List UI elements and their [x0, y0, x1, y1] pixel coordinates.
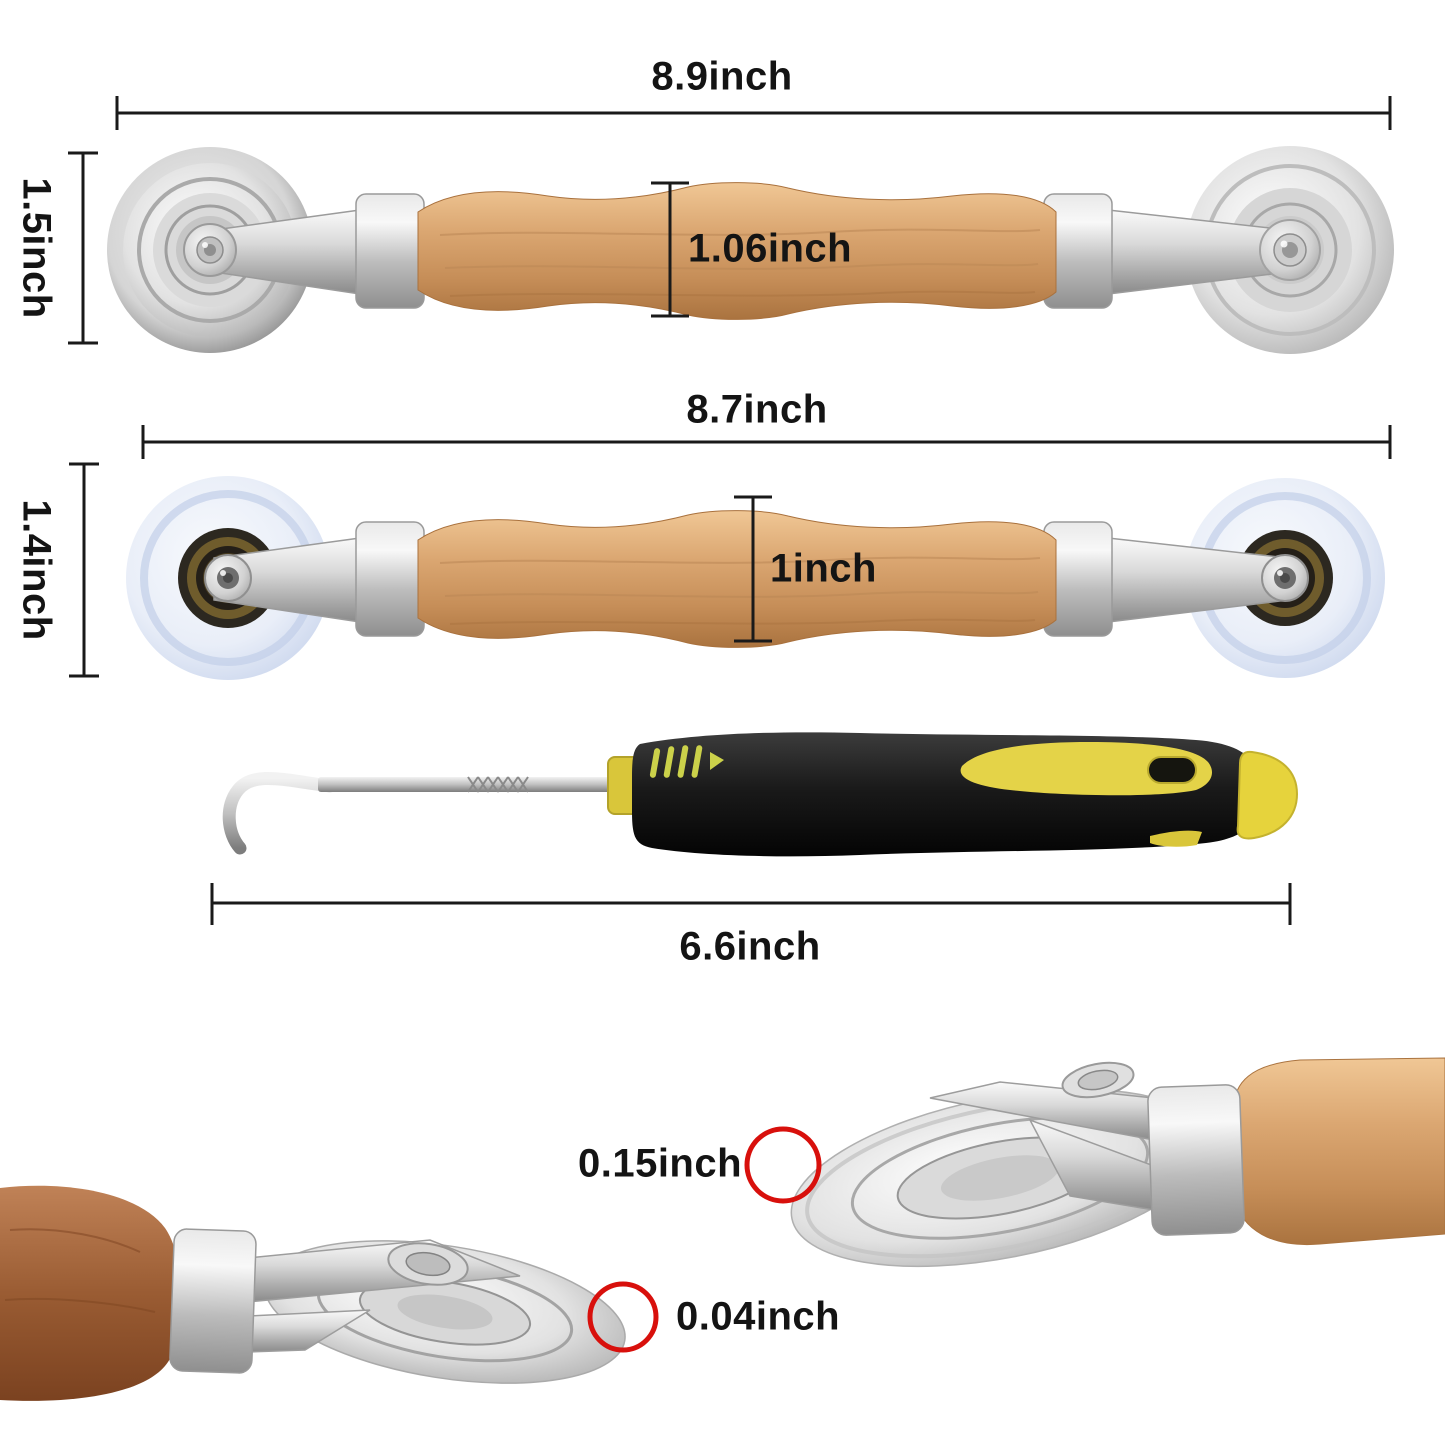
- dim-label-tool2-handle-diameter: 1inch: [770, 546, 877, 591]
- tool2-nylon-roller-image: [126, 476, 1385, 680]
- lanyard-hole: [1147, 756, 1197, 784]
- closeup-ferrule-bottom: [169, 1228, 257, 1374]
- dim-label-hook-length: 6.6inch: [679, 924, 821, 969]
- hook-pick-tool-image: [222, 732, 1299, 857]
- tool1-left-wheel: [107, 147, 313, 353]
- closeup-edge-image: [0, 1185, 659, 1401]
- closeup-axle-screw-2: [387, 1242, 469, 1286]
- tool1-steel-roller-image: [107, 146, 1394, 354]
- handle-yellow-ridges: [649, 745, 724, 778]
- handle-yellow-bottom-accent: [1150, 830, 1202, 847]
- tool1-left-hub: [183, 223, 237, 277]
- shaft-knurling: [467, 776, 529, 793]
- dimension-lines: [68, 96, 1392, 925]
- red-highlight-circle-groove: [744, 1126, 822, 1204]
- tool2-right-hub: [1261, 554, 1309, 602]
- tool2-left-hub: [204, 554, 252, 602]
- closeup-axle-screw: [1061, 1061, 1135, 1099]
- closeup-wood-handle-bottom: [0, 1185, 182, 1401]
- handle-yellow-inset: [960, 742, 1212, 796]
- red-highlight-circle-edge: [587, 1281, 659, 1353]
- tool2-handle-and-forks: [213, 509, 1289, 649]
- tool1-right-hub: [1259, 219, 1321, 281]
- hook-tip: [222, 771, 337, 855]
- dim-label-tool2-wheel-diameter: 1.4inch: [14, 499, 59, 641]
- dim-label-edge-thickness: 0.04inch: [676, 1294, 841, 1339]
- handle-yellow-butt-cap: [1236, 750, 1299, 840]
- dim-label-tool2-length: 8.7inch: [686, 387, 828, 432]
- closeup-ferrule-top: [1147, 1084, 1245, 1236]
- closeup-groove-image: [744, 1057, 1445, 1268]
- hook-shaft: [318, 777, 640, 792]
- dim-label-tool1-wheel-diameter: 1.5inch: [14, 177, 59, 319]
- closeup-wood-handle-top: [1230, 1057, 1445, 1246]
- dim-label-groove-width: 0.15inch: [577, 1141, 743, 1186]
- dim-label-tool1-length: 8.9inch: [651, 54, 793, 99]
- dim-label-tool1-handle-diameter: 1.06inch: [688, 226, 853, 271]
